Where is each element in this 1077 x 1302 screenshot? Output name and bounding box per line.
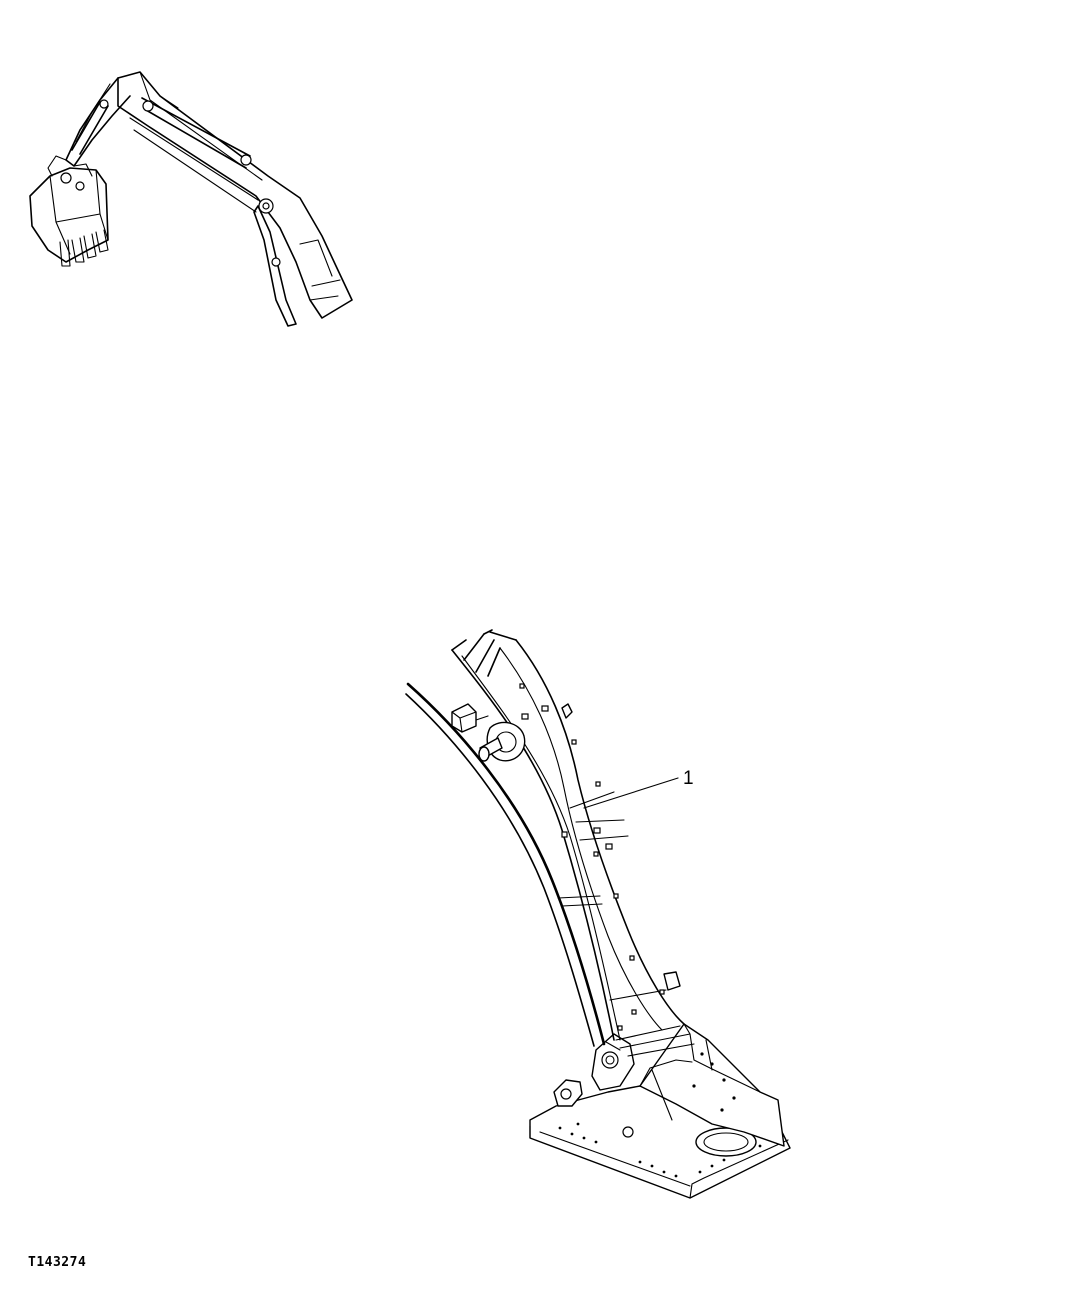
boom-holes bbox=[519, 683, 665, 1031]
overview-front-attachment bbox=[29, 71, 353, 327]
grease-block bbox=[451, 703, 489, 733]
boom-pin bbox=[478, 721, 526, 762]
figure-id: T143274 bbox=[28, 1255, 87, 1270]
callout-1-label: 1 bbox=[683, 768, 694, 789]
boom-assembly-detail bbox=[405, 629, 791, 1199]
callout-1-leader bbox=[583, 777, 679, 809]
